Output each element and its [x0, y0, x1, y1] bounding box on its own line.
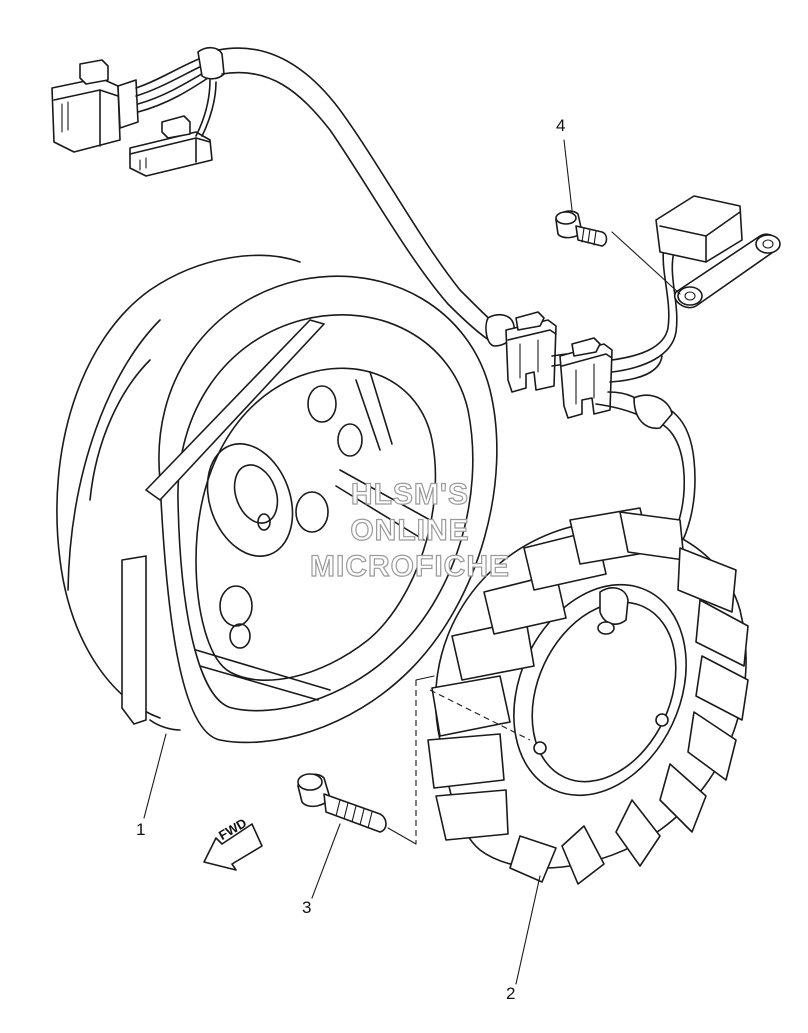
watermark-line-1: HLSM'S	[350, 477, 470, 511]
sensor-assembly	[595, 195, 781, 415]
callout-part-4: 4	[556, 116, 566, 135]
watermark-line-3: MICROFICHE	[309, 549, 510, 583]
stator-coil	[427, 394, 749, 885]
leader-lines	[143, 139, 573, 985]
fwd-arrow-icon	[203, 823, 263, 871]
harness-connectors	[51, 46, 225, 177]
screw-4	[555, 210, 608, 247]
callout-part-3: 3	[302, 898, 312, 917]
callout-part-2: 2	[506, 984, 516, 1003]
watermark-line-2: ONLINE	[350, 513, 470, 547]
mid-connectors	[505, 311, 613, 419]
callout-part-1: 1	[136, 820, 146, 839]
bolt-3	[297, 773, 387, 833]
alignment-bracket	[387, 675, 435, 845]
rotor-flywheel	[56, 254, 498, 744]
